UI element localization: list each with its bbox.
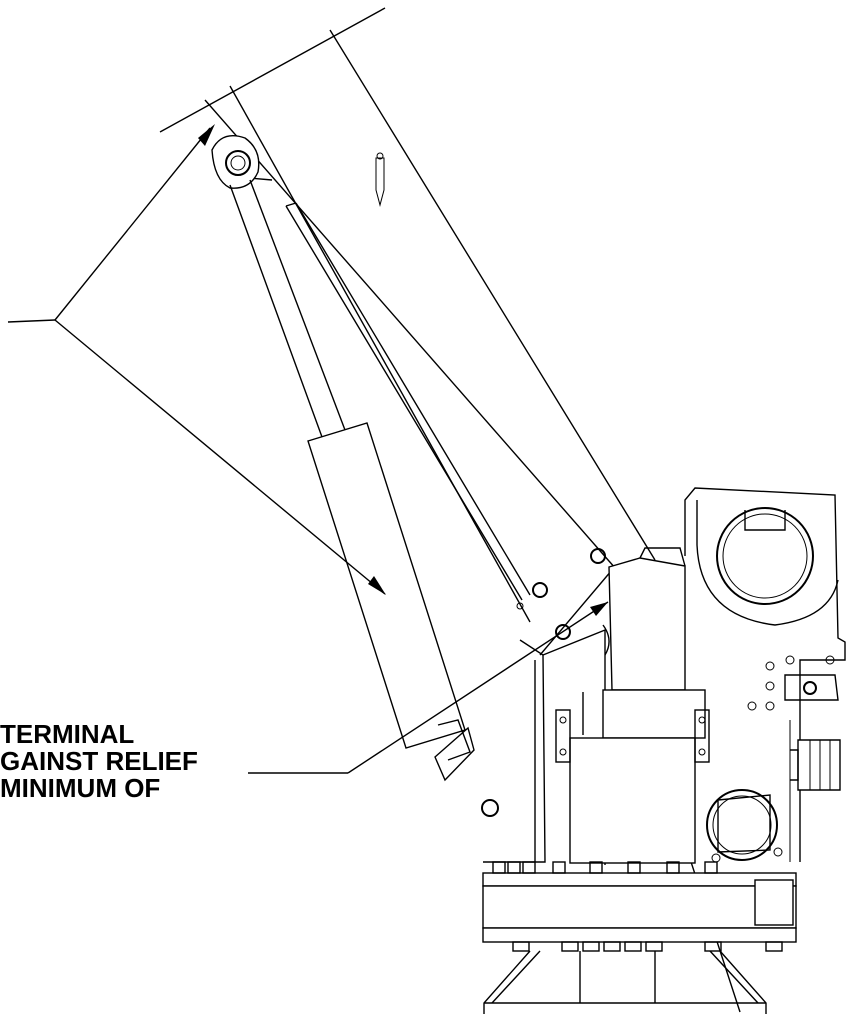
top-pivot-pin bbox=[211, 135, 260, 189]
motor-block bbox=[555, 547, 710, 864]
turntable bbox=[482, 861, 797, 1014]
cylinder-barrel bbox=[307, 422, 475, 782]
bolt-row-bottom bbox=[512, 941, 783, 952]
bolt-row-top bbox=[492, 861, 718, 874]
callout-line-1: TERMINAL bbox=[0, 719, 134, 749]
callout-line-3: MINIMUM OF bbox=[0, 773, 160, 803]
callout-line-2: GAINST RELIEF bbox=[0, 746, 198, 776]
callout-note: TERMINAL GAINST RELIEF MINIMUM OF bbox=[0, 719, 198, 803]
right-tower bbox=[684, 487, 846, 863]
cylinder-rod bbox=[229, 179, 346, 438]
